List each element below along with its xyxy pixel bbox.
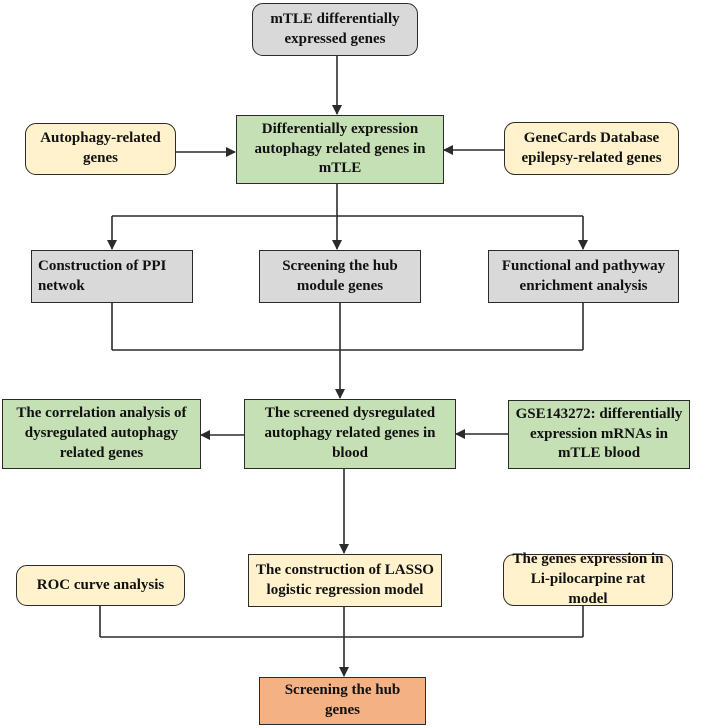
node-hub-module: Screening the hub module genes — [259, 250, 421, 303]
node-roc: ROC curve analysis — [16, 565, 185, 606]
node-gse143272: GSE143272: differentially expression mRN… — [508, 400, 690, 469]
node-correlation: The correlation analysis of dysregulated… — [2, 399, 201, 469]
node-mtle-deg: mTLE differentially expressed genes — [252, 3, 418, 56]
node-autophagy-genes: Autophagy-related genes — [25, 123, 176, 175]
node-de-autophagy-genes: Differentially expression autophagy rela… — [236, 115, 444, 184]
node-hub-genes: Screening the hub genes — [259, 677, 426, 725]
node-lasso: The construction of LASSO logistic regre… — [248, 554, 442, 607]
node-genecards: GeneCards Database epilepsy-related gene… — [504, 122, 679, 175]
node-dysregulated-blood: The screened dysregulated autophagy rela… — [244, 399, 456, 469]
node-rat-model: The genes expression in Li-pilocarpine r… — [503, 551, 673, 607]
node-ppi: Construction of PPI netwok — [31, 250, 193, 303]
node-enrichment: Functional and pathyway enrichment analy… — [488, 250, 679, 303]
